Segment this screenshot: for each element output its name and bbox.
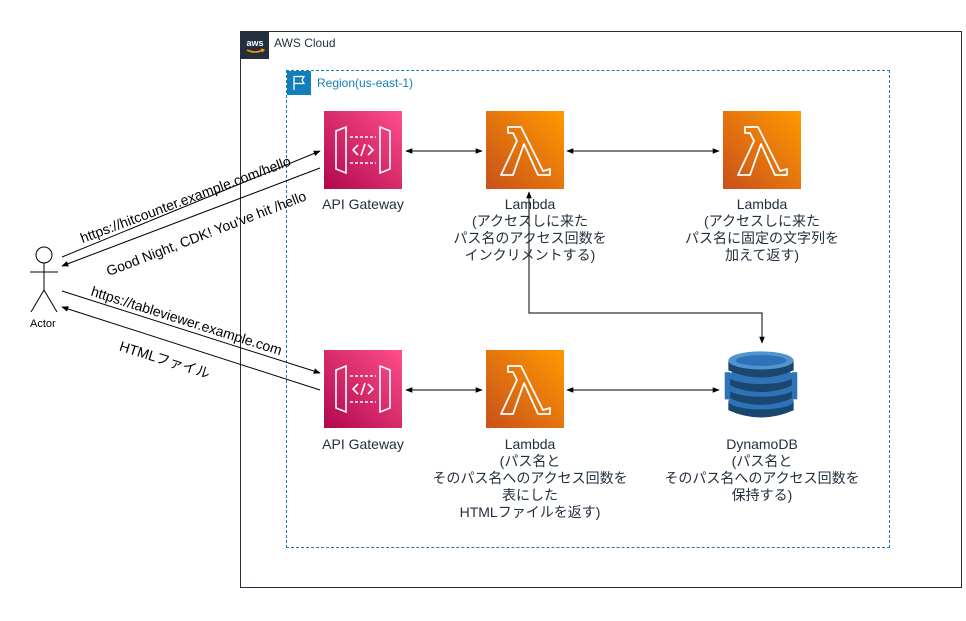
lambda-viewer-label: Lambda (パス名と そのパス名へのアクセス回数を 表にした HTMLファイ… bbox=[405, 436, 655, 521]
api-gateway-top-label: API Gateway bbox=[322, 196, 404, 212]
label-line: (アクセスしに来た bbox=[704, 213, 820, 229]
label-line: Lambda bbox=[504, 436, 556, 452]
svg-text:aws: aws bbox=[246, 38, 263, 48]
api-gateway-icon bbox=[324, 350, 402, 428]
actor-icon bbox=[30, 246, 58, 313]
label-line: 加えて返す) bbox=[725, 247, 799, 263]
api-gateway-icon bbox=[324, 111, 402, 189]
label-line: 表にした bbox=[502, 487, 558, 503]
lambda-icon bbox=[723, 111, 801, 189]
region-title: Region(us-east-1) bbox=[317, 76, 414, 90]
label-line: パス名のアクセス回数を bbox=[453, 230, 607, 246]
edge-hitcounter-response bbox=[61, 167, 321, 267]
label-line: 保持する) bbox=[731, 487, 793, 503]
region-group: Region(us-east-1) bbox=[286, 70, 890, 548]
edge-lambda-counter-dynamodb bbox=[526, 191, 765, 344]
label-line: Lambda bbox=[736, 196, 788, 212]
aws-cloud-group: aws AWS Cloud bbox=[240, 31, 962, 588]
api-gateway-bottom-label: API Gateway bbox=[322, 436, 404, 452]
region-flag-icon bbox=[287, 71, 311, 95]
label-line: インクリメントする) bbox=[464, 247, 596, 263]
edge-tableviewer-request bbox=[61, 290, 321, 374]
lambda-icon bbox=[486, 350, 564, 428]
actor-label: Actor bbox=[30, 318, 56, 330]
label-line: (アクセスしに来た bbox=[472, 213, 588, 229]
lambda-icon bbox=[486, 111, 564, 189]
label-line: DynamoDB bbox=[726, 436, 798, 452]
lambda-hello-label: Lambda (アクセスしに来た パス名に固定の文字列を 加えて返す) bbox=[652, 196, 872, 264]
label-line: そのパス名へのアクセス回数を bbox=[432, 470, 628, 486]
lambda-counter-label: Lambda (アクセスしに来た パス名のアクセス回数を インクリメントする) bbox=[420, 196, 640, 264]
edge-hitcounter-request bbox=[61, 150, 321, 258]
label-line: パス名に固定の文字列を bbox=[685, 230, 839, 246]
label-line: (パス名と bbox=[499, 453, 561, 469]
label-line: Lambda bbox=[504, 196, 556, 212]
label-line: (パス名と bbox=[731, 453, 793, 469]
aws-logo-icon: aws bbox=[241, 32, 269, 59]
label-line: HTMLファイルを返す) bbox=[459, 504, 601, 520]
edge-tableviewer-response bbox=[61, 306, 321, 391]
dynamodb-label: DynamoDB (パス名と そのパス名へのアクセス回数を 保持する) bbox=[640, 436, 884, 504]
label-line: そのパス名へのアクセス回数を bbox=[664, 470, 860, 486]
cloud-title: AWS Cloud bbox=[274, 36, 336, 50]
dynamodb-icon bbox=[724, 351, 798, 418]
